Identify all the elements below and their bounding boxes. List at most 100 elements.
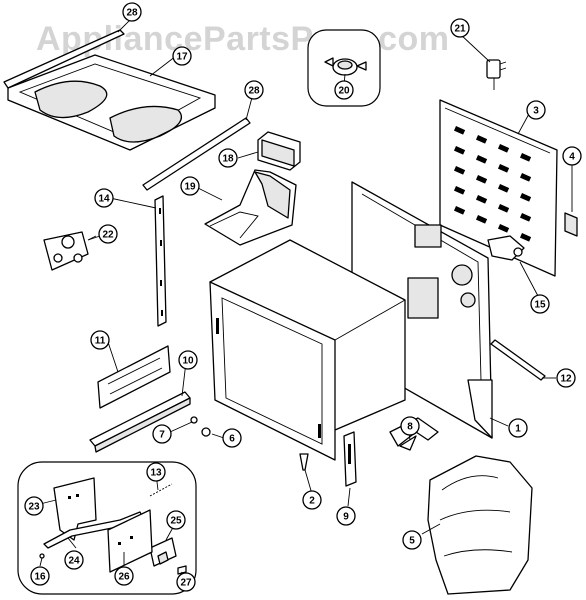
part-16-clip[interactable] bbox=[39, 553, 45, 559]
callout-11[interactable]: 11 bbox=[90, 330, 110, 350]
callout-7[interactable]: 7 bbox=[152, 424, 172, 444]
part-6-spacer[interactable] bbox=[201, 427, 211, 437]
part-5-insulation[interactable] bbox=[427, 455, 533, 595]
part-9-hinge-receptacle[interactable] bbox=[343, 431, 357, 487]
callout-circle bbox=[244, 80, 264, 100]
callout-label: 1 bbox=[515, 424, 521, 435]
part-2-screw[interactable] bbox=[299, 453, 309, 471]
part-19-flue-duct[interactable] bbox=[204, 169, 297, 246]
part-25-switch[interactable] bbox=[149, 537, 177, 567]
part-1-oven-cavity[interactable] bbox=[209, 239, 406, 461]
callout-28[interactable]: 28 bbox=[244, 80, 264, 100]
callout-9[interactable]: 9 bbox=[336, 506, 356, 526]
callout-circle bbox=[334, 80, 354, 100]
vent-slot bbox=[519, 173, 532, 182]
part-28-trim-strip-left[interactable] bbox=[3, 29, 125, 89]
part-15-igniter[interactable] bbox=[487, 235, 525, 261]
vent-slot bbox=[519, 153, 532, 162]
callout-label: 4 bbox=[569, 152, 575, 163]
callout-circle bbox=[166, 510, 186, 530]
part-17-cooktop-pan[interactable] bbox=[7, 54, 216, 151]
callout-6[interactable]: 6 bbox=[222, 428, 242, 448]
vent-slot bbox=[497, 204, 510, 213]
callout-label: 28 bbox=[126, 8, 138, 19]
part-26-plate[interactable] bbox=[107, 509, 153, 573]
callout-24[interactable]: 24 bbox=[64, 550, 84, 570]
callout-3[interactable]: 3 bbox=[526, 100, 546, 120]
callout-8[interactable]: 8 bbox=[400, 416, 420, 436]
vent-slot bbox=[475, 135, 488, 144]
callout-circle bbox=[450, 18, 470, 38]
part-20-thermostat[interactable] bbox=[324, 57, 367, 76]
callout-label: 24 bbox=[68, 556, 80, 567]
callout-label: 22 bbox=[102, 230, 114, 241]
callout-26[interactable]: 26 bbox=[114, 566, 134, 586]
callout-label: 28 bbox=[248, 86, 260, 97]
part-7-screw[interactable] bbox=[190, 416, 198, 424]
callout-label: 12 bbox=[560, 374, 572, 385]
callout-16[interactable]: 16 bbox=[30, 566, 50, 586]
callout-circle bbox=[24, 496, 44, 516]
callout-circle bbox=[64, 550, 84, 570]
callout-14[interactable]: 14 bbox=[94, 188, 114, 208]
callout-22[interactable]: 22 bbox=[98, 224, 118, 244]
callout-circle bbox=[530, 294, 550, 314]
part-12-rail[interactable] bbox=[490, 339, 546, 381]
callout-circle bbox=[402, 530, 422, 550]
part-11-lower-panel[interactable] bbox=[97, 345, 171, 409]
callout-label: 21 bbox=[454, 24, 466, 35]
part-13-spring[interactable] bbox=[149, 483, 173, 497]
vent-slot bbox=[497, 224, 510, 233]
callout-18[interactable]: 18 bbox=[218, 148, 238, 168]
callout-label: 26 bbox=[118, 572, 130, 583]
callout-13[interactable]: 13 bbox=[146, 462, 166, 482]
callout-19[interactable]: 19 bbox=[180, 176, 200, 196]
callout-circle bbox=[556, 368, 576, 388]
callout-circle bbox=[218, 148, 238, 168]
callout-circle bbox=[222, 428, 242, 448]
callout-circle bbox=[400, 416, 420, 436]
callout-12[interactable]: 12 bbox=[556, 368, 576, 388]
callout-28[interactable]: 28 bbox=[122, 2, 142, 22]
callout-label: 17 bbox=[176, 52, 188, 63]
callout-5[interactable]: 5 bbox=[402, 530, 422, 550]
callout-label: 6 bbox=[229, 434, 235, 445]
vent-slot bbox=[453, 205, 466, 215]
callout-circle bbox=[562, 146, 582, 166]
callout-circle bbox=[94, 188, 114, 208]
vent-slot bbox=[519, 233, 532, 242]
callout-23[interactable]: 23 bbox=[24, 496, 44, 516]
vent-slot bbox=[475, 195, 488, 204]
callout-circle bbox=[152, 424, 172, 444]
vent-slot bbox=[497, 184, 510, 193]
callout-15[interactable]: 15 bbox=[530, 294, 550, 314]
vent-slot bbox=[519, 213, 532, 222]
part-27-screw[interactable] bbox=[177, 565, 187, 575]
callout-21[interactable]: 21 bbox=[450, 18, 470, 38]
callout-27[interactable]: 27 bbox=[176, 572, 196, 592]
part-10-lower-rail[interactable] bbox=[89, 391, 191, 453]
callout-20[interactable]: 20 bbox=[334, 80, 354, 100]
part-21-power-cord-plug[interactable] bbox=[486, 59, 507, 90]
callout-label: 11 bbox=[95, 336, 106, 347]
part-23-bracket[interactable] bbox=[53, 477, 97, 541]
callout-25[interactable]: 25 bbox=[166, 510, 186, 530]
part-14-side-channel[interactable] bbox=[154, 195, 167, 327]
callout-circle bbox=[146, 462, 166, 482]
callout-label: 27 bbox=[180, 578, 192, 589]
callout-group: 28 17 21 20 28 3 18 4 14 19 22 15 11 10 12 8 7 6 1 13 23 25 2 9… bbox=[24, 2, 582, 592]
callout-label: 15 bbox=[534, 300, 546, 311]
callout-2[interactable]: 2 bbox=[302, 490, 322, 510]
callout-1[interactable]: 1 bbox=[508, 418, 528, 438]
callout-label: 9 bbox=[343, 512, 349, 523]
part-28-trim-strip-right[interactable] bbox=[142, 117, 251, 191]
part-22-valve-assembly[interactable] bbox=[43, 231, 97, 271]
part-18-vent-duct[interactable] bbox=[257, 131, 301, 171]
callout-4[interactable]: 4 bbox=[562, 146, 582, 166]
callout-circle bbox=[98, 224, 118, 244]
callout-17[interactable]: 17 bbox=[172, 46, 192, 66]
callout-10[interactable]: 10 bbox=[178, 350, 198, 370]
callout-label: 23 bbox=[28, 502, 40, 513]
part-4-cover-plate[interactable] bbox=[564, 212, 578, 237]
